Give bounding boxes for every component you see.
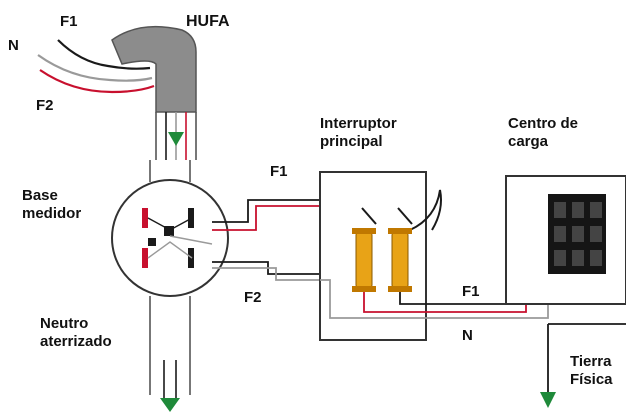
main-switch-box: [319, 171, 427, 341]
label-f1-output: F1: [462, 283, 480, 300]
meter-terminal: [142, 248, 148, 268]
switch-knife-blades: [361, 189, 442, 231]
wire-n-feeder: [212, 267, 320, 281]
fuse-cartridges: [352, 228, 412, 292]
down-arrow-icon: [168, 132, 184, 146]
label-f2-feeder: F2: [244, 289, 262, 306]
meter-terminal: [164, 226, 174, 236]
label-interruptor-line2: principal: [320, 133, 383, 150]
label-neutro-line2: aterrizado: [40, 333, 112, 350]
label-tierra-line1: Tierra: [570, 353, 612, 370]
earth-ground-arrow-icon: [540, 392, 556, 408]
fuse-icon: [391, 231, 409, 289]
label-tierra-line2: Física: [570, 371, 613, 388]
hufa-weatherhead-icon: [111, 25, 197, 113]
fuse-icon: [355, 231, 373, 289]
meter-terminal: [142, 208, 148, 228]
incoming-service-wires: [37, 39, 155, 94]
label-f1-incoming: F1: [60, 13, 78, 30]
label-base-medidor-line2: medidor: [22, 205, 81, 222]
meter-base: [111, 179, 229, 297]
meter-internal-wires: [147, 217, 213, 259]
label-f2-incoming: F2: [36, 97, 54, 114]
label-interruptor-line1: Interruptor: [320, 115, 397, 132]
meter-terminal: [148, 238, 156, 246]
neutral-ground-drop: [149, 296, 191, 398]
down-arrow-icon: [160, 398, 180, 412]
label-hufa: HUFA: [186, 13, 230, 30]
label-n-output: N: [462, 327, 473, 344]
label-centro-line2: carga: [508, 133, 549, 150]
wire-n-incoming: [37, 54, 153, 82]
label-f1-feeder: F1: [270, 163, 288, 180]
label-n-incoming: N: [8, 37, 19, 54]
label-centro-line1: Centro de: [508, 115, 578, 132]
wire-f1-incoming: [57, 39, 151, 70]
breaker-slots: [554, 202, 602, 266]
wire-f2-incoming: [39, 69, 155, 94]
label-neutro-line1: Neutro: [40, 315, 88, 332]
label-base-medidor-line1: Base: [22, 187, 58, 204]
